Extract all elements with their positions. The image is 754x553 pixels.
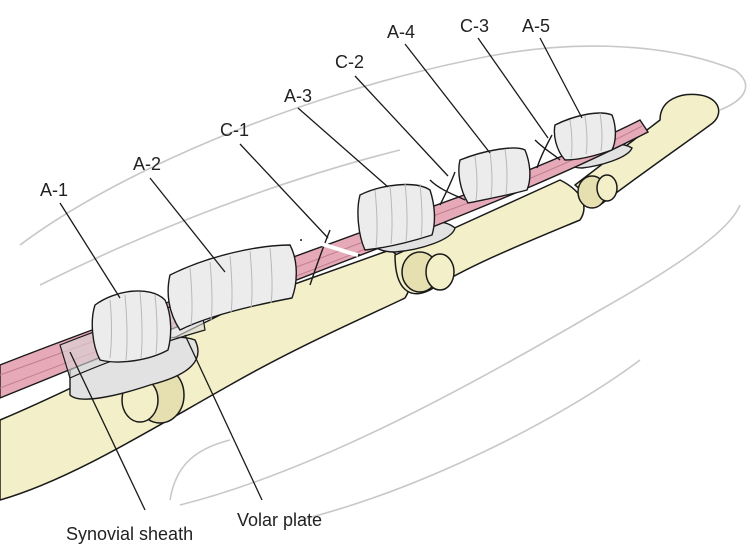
leader-c3 [478, 38, 548, 138]
label-volar-plate: Volar plate [237, 510, 322, 530]
leader-a1 [60, 203, 120, 298]
leader-c2 [355, 76, 448, 176]
label-a2: A-2 [133, 154, 161, 174]
label-a4: A-4 [387, 22, 415, 42]
leader-a5 [540, 38, 582, 118]
pulley-a4 [459, 148, 530, 203]
label-a1: A-1 [40, 180, 68, 200]
joint-condyle [597, 175, 617, 201]
label-c2: C-2 [335, 52, 364, 72]
pulley-a1 [92, 291, 170, 362]
joint-condyle [426, 254, 454, 290]
label-c1: C-1 [220, 120, 249, 140]
label-synovial-sheath: Synovial sheath [66, 524, 193, 544]
leader-a4 [405, 44, 490, 153]
leader-c1 [240, 144, 328, 238]
label-a3: A-3 [284, 86, 312, 106]
label-c3: C-3 [460, 16, 489, 36]
leader-a2 [150, 178, 225, 272]
label-a5: A-5 [522, 16, 550, 36]
